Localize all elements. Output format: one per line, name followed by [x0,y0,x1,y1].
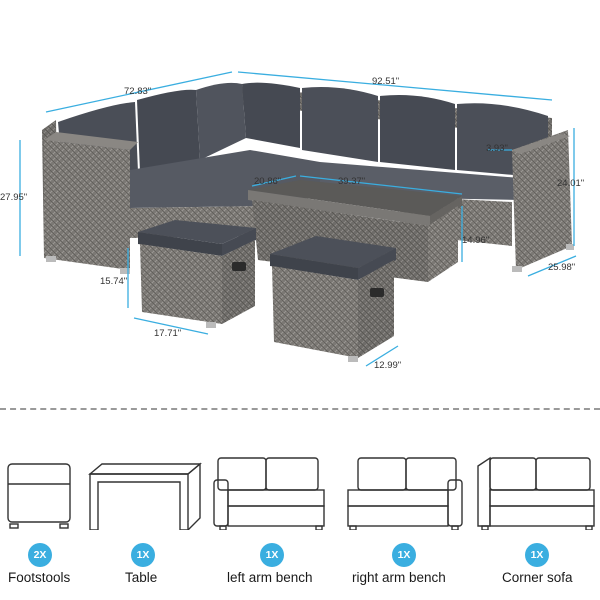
footstool-height-dimension: 15.74" [100,276,128,287]
sofa-set-illustration [19,71,577,367]
piece-label: right arm bench [352,570,446,585]
footstool-frame [272,266,358,358]
table-height-dimension: 14.96" [462,235,490,246]
footstool-frame [140,244,222,324]
right-armrest [512,130,572,270]
piece-label: Table [125,570,158,585]
back-cushion [302,87,378,162]
piece-label: Footstools [8,570,71,585]
footstool-depth-dimension: 12.99" [374,360,402,371]
count-badge: 2X [28,543,52,567]
back-cushion [196,82,246,160]
back-cushion [380,95,455,170]
height-right-dimension: 24.01" [557,178,585,189]
corner-depth-dimension: 72.83" [124,86,152,97]
footstool-icon [7,463,71,529]
section-divider [0,408,600,410]
armrest-width-dimension: 3.93" [486,143,508,154]
corner-sofa-icon [477,456,595,530]
footstool-cushion [270,236,396,268]
footstool-width-dimension: 17.71" [154,328,182,339]
seat-depth-dimension: 25.98" [548,262,576,273]
left-arm-bench-icon [213,457,325,530]
product-photo: 72.83" 92.51" 3.93" 27.95" 24.01" 20.86"… [0,71,585,371]
count-badge: 1X [260,543,284,567]
coffee-table-top [248,180,462,216]
table-icon [88,462,202,530]
piece-label: left arm bench [227,570,313,585]
back-cushion [242,82,300,148]
back-cushion [137,89,200,172]
table-width-dimension: 39.37" [338,176,366,187]
height-left-dimension: 27.95" [0,192,28,203]
total-width-dimension: 92.51" [372,76,400,87]
count-badge: 1X [392,543,416,567]
dimension-lines [19,71,577,367]
right-arm-bench-icon [347,457,463,530]
table-depth-dimension: 20.86" [254,176,282,187]
left-armrest [44,140,130,270]
count-badge: 1X [131,543,155,567]
piece-label: Corner sofa [502,570,573,585]
count-badge: 1X [525,543,549,567]
footstool-cushion [138,220,256,244]
